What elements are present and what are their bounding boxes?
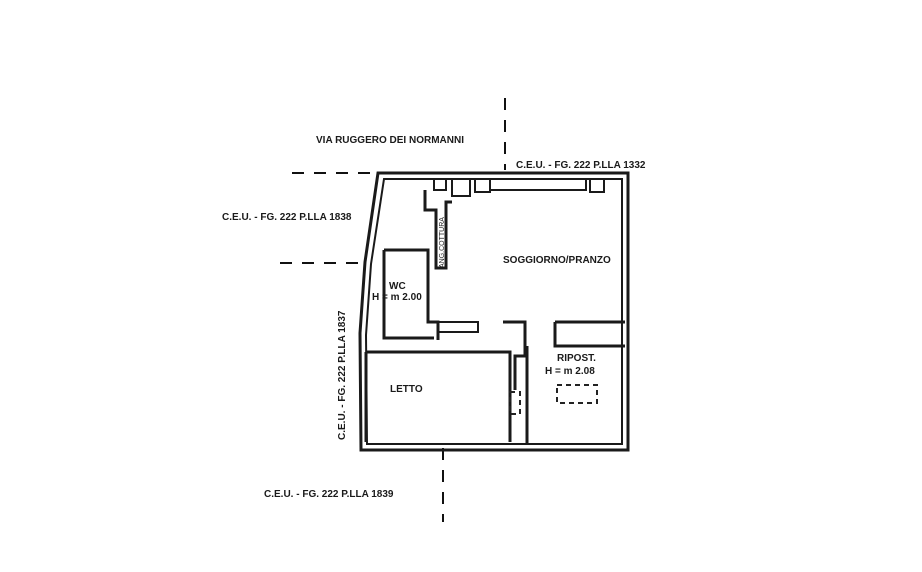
- central-partition: [503, 320, 527, 390]
- wc-walls: [382, 248, 440, 340]
- neighbor-label-south: C.E.U. - FG. 222 P.LLA 1839: [264, 489, 394, 500]
- wc-side-wall: [438, 321, 479, 333]
- neighbor-label-west-top: C.E.U. - FG. 222 P.LLA 1838: [222, 212, 352, 223]
- room-label-storage-height: H = m 2.08: [545, 366, 595, 377]
- small-closet: [509, 391, 521, 415]
- room-label-wc-height: H = m 2.00: [372, 292, 422, 303]
- street-label: VIA RUGGERO DEI NORMANNI: [316, 135, 464, 146]
- room-label-storage: RIPOST.: [557, 353, 596, 364]
- entry-detail: [433, 180, 491, 197]
- neighbor-label-west-side: C.E.U. - FG. 222 P.LLA 1837: [337, 310, 348, 440]
- room-label-kitchen: ANG.COTTURA: [439, 217, 446, 268]
- bedroom-walls: [364, 350, 512, 442]
- top-wall-niche: [490, 180, 605, 193]
- storage-walls: [525, 320, 625, 444]
- kitchen-partition: [423, 190, 452, 270]
- outer-wall: [358, 171, 630, 452]
- outer-wall-inner-line: [364, 178, 623, 445]
- neighbor-label-north-east: C.E.U. - FG. 222 P.LLA 1332: [516, 160, 646, 171]
- storage-dashed-box: [556, 384, 598, 404]
- room-label-living: SOGGIORNO/PRANZO: [503, 255, 611, 266]
- room-label-wc: WC: [389, 281, 406, 292]
- room-label-bedroom: LETTO: [390, 384, 423, 395]
